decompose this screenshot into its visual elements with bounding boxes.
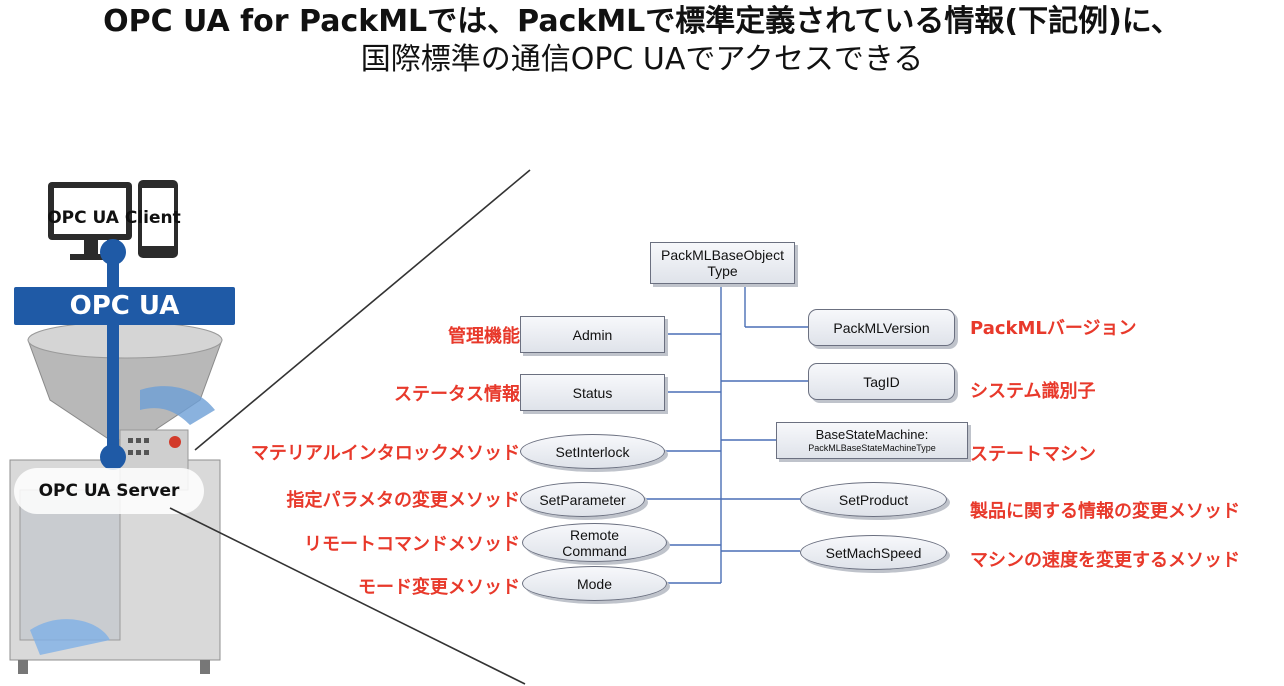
zoom-line-top xyxy=(194,169,531,451)
label-setmachspeed: マシンの速度を変更するメソッド xyxy=(970,550,1240,571)
phone-icon xyxy=(138,180,178,258)
label-setparameter: 指定パラメタの変更メソッド xyxy=(286,490,520,511)
opcua-banner: OPC UA xyxy=(14,287,235,325)
client-node-dot xyxy=(100,239,126,265)
label-basestate: ステートマシン xyxy=(970,444,1096,465)
title-line-2: 国際標準の通信OPC UAでアクセスできる xyxy=(0,42,1284,78)
node-setmachspeed: SetMachSpeed xyxy=(800,535,947,570)
hopper xyxy=(27,321,223,470)
node-setparameter: SetParameter xyxy=(520,482,645,517)
node-remote-command: Remote Command xyxy=(522,523,667,562)
label-setproduct: 製品に関する情報の変更メソッド xyxy=(970,501,1240,522)
remote-line2: Command xyxy=(562,542,627,559)
node-setinterlock: SetInterlock xyxy=(520,434,665,469)
remote-line1: Remote xyxy=(569,526,620,543)
monitor-icon xyxy=(48,182,132,260)
server-node-dot xyxy=(100,444,126,470)
node-tagid: TagID xyxy=(808,363,955,400)
node-admin: Admin xyxy=(520,316,665,353)
label-packmlversion: PackMLバージョン xyxy=(970,318,1137,339)
node-mode: Mode xyxy=(522,566,667,601)
basestate-line1: BaseStateMachine: xyxy=(815,426,929,442)
basestate-line2: PackMLBaseStateMachineType xyxy=(808,442,936,453)
server-label: OPC UA Server xyxy=(14,468,204,514)
title-line-1: OPC UA for PackMLでは、PackMLで標準定義されている情報(下… xyxy=(103,4,1181,39)
node-basestatemachine: BaseStateMachine: PackMLBaseStateMachine… xyxy=(776,422,968,459)
label-mode: モード変更メソッド xyxy=(358,577,520,598)
node-setproduct: SetProduct xyxy=(800,482,947,517)
node-status: Status xyxy=(520,374,665,411)
label-remote: リモートコマンドメソッド xyxy=(304,534,520,555)
label-admin: 管理機能 xyxy=(448,326,520,347)
title-line-2-text: 国際標準の通信OPC UAでアクセスできる xyxy=(360,42,924,77)
label-tagid: システム識別子 xyxy=(970,381,1096,402)
root-line1: PackMLBaseObject xyxy=(661,247,784,263)
label-status: ステータス情報 xyxy=(394,384,520,405)
node-packmlversion: PackMLVersion xyxy=(808,309,955,346)
root-node: PackMLBaseObject Type xyxy=(650,242,795,284)
zoom-line-bottom xyxy=(169,507,526,685)
client-label: OPC UA Client xyxy=(47,208,181,228)
label-setinterlock: マテリアルインタロックメソッド xyxy=(250,443,520,464)
root-line2: Type xyxy=(707,263,738,279)
tree-connectors xyxy=(642,282,808,584)
